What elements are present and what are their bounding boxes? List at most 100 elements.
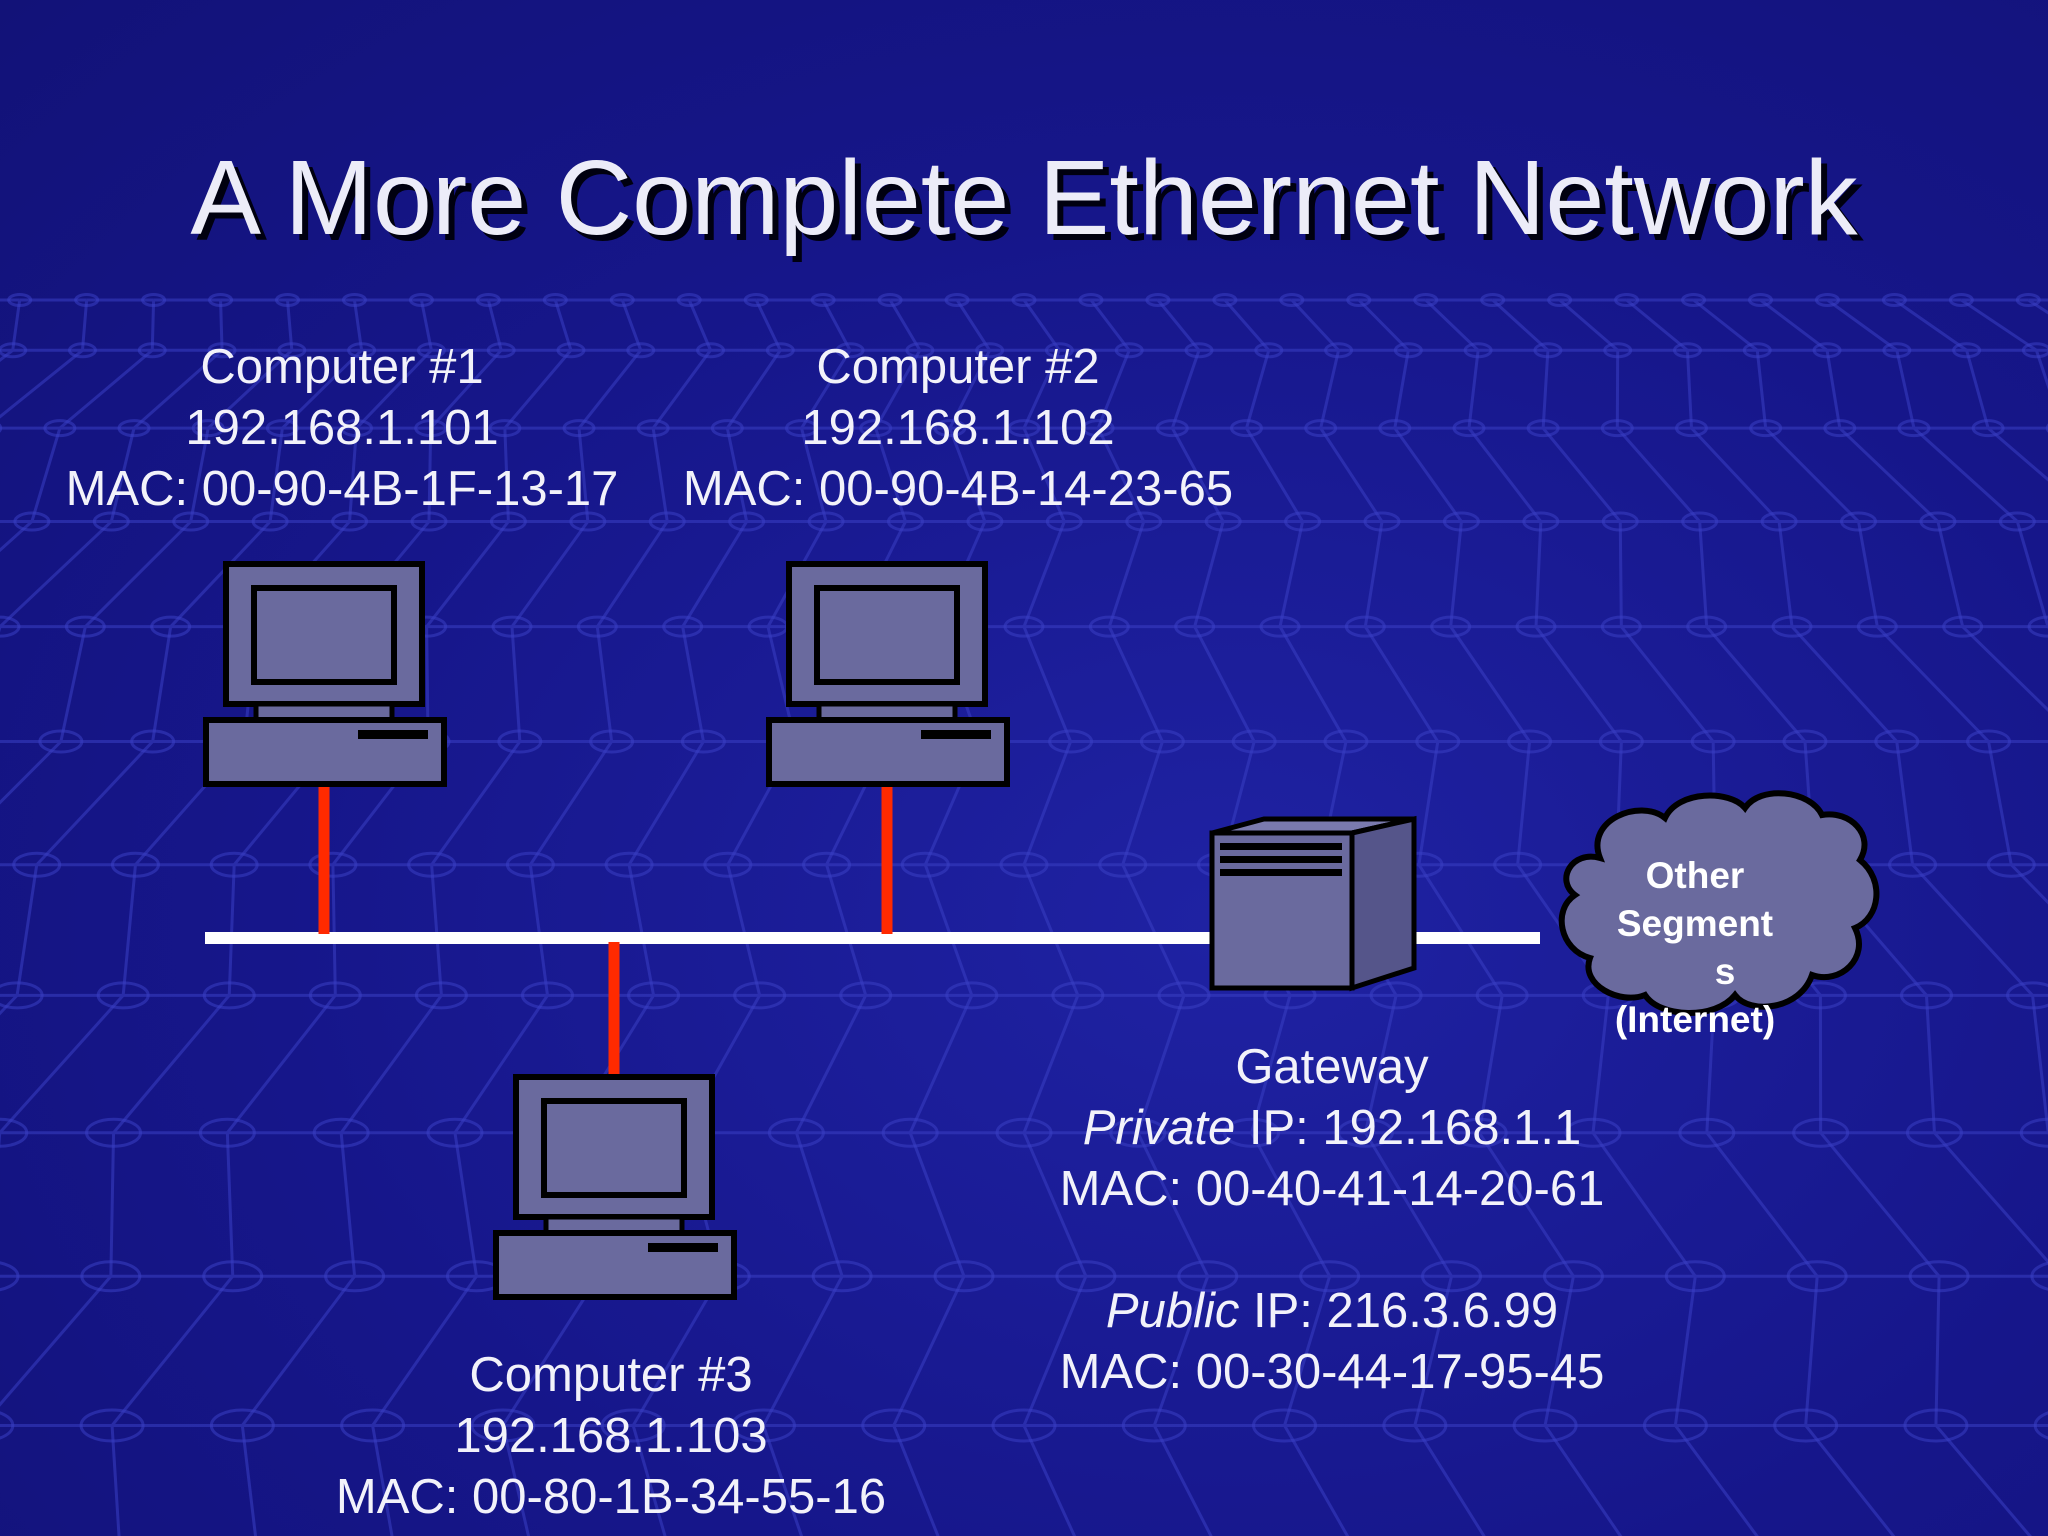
grid-node	[1463, 342, 1493, 359]
computer-2-ip: 192.168.1.102	[801, 401, 1115, 455]
grid-node	[275, 293, 301, 307]
grid-line	[1705, 625, 1807, 743]
grid-node	[810, 293, 836, 307]
grid-line	[1895, 741, 1915, 865]
grid-node	[79, 1408, 145, 1443]
grid-line	[1674, 1424, 1759, 1536]
grid-line	[1777, 521, 1794, 627]
grid-node	[12, 851, 62, 878]
grid-node	[859, 419, 893, 438]
grid-line	[1136, 994, 1186, 1134]
grid-node	[1515, 615, 1557, 638]
grid-node	[1908, 1260, 1970, 1293]
computer-3-name: Computer #3	[469, 1348, 753, 1402]
grid-line	[1534, 521, 1543, 627]
grid-line	[1107, 626, 1164, 743]
grid-line	[1692, 298, 1759, 352]
grid-line	[1961, 625, 2048, 713]
grid-node	[251, 511, 289, 532]
grid-line	[15, 864, 39, 996]
grid-node	[341, 293, 367, 307]
grid-node	[991, 1408, 1057, 1443]
grid-node	[520, 981, 574, 1010]
gateway-public-mac: MAC: 00-30-44-17-95-45	[1059, 1345, 1605, 1399]
grid-line	[529, 740, 613, 866]
grid-node	[1304, 419, 1338, 438]
grid-line	[1491, 298, 1549, 352]
grid-node	[1882, 342, 1912, 359]
grid-node	[0, 423, 3, 433]
grid-line	[681, 520, 748, 628]
grid-node	[1526, 419, 1560, 438]
grid-line	[419, 299, 433, 351]
grid-line	[1121, 741, 1164, 866]
grid-line	[0, 349, 84, 419]
computer-1-name: Computer #1	[200, 340, 484, 394]
grid-node	[1952, 342, 1982, 359]
grid-line	[150, 299, 156, 351]
grid-line	[795, 994, 868, 1134]
grid-node	[1229, 419, 1263, 438]
grid-line	[429, 349, 503, 430]
computer-1-mac: MAC: 00-90-4B-1F-13-17	[65, 462, 619, 516]
grid-node	[2006, 981, 2048, 1010]
grid-node	[1903, 1408, 1969, 1443]
grid-node	[1378, 419, 1412, 438]
grid-line	[268, 427, 284, 522]
grid-line	[510, 626, 522, 742]
grid-line	[874, 427, 907, 522]
grid-line	[1245, 349, 1271, 429]
grid-line	[1690, 427, 1781, 523]
grid-line	[726, 864, 762, 996]
grid-line	[908, 994, 974, 1134]
grid-node	[1690, 729, 1736, 754]
grid-line	[821, 299, 852, 351]
grid-line	[1417, 741, 1440, 865]
grid-line	[1193, 625, 1256, 743]
grid-node	[1430, 615, 1472, 638]
grid-node	[1601, 511, 1639, 532]
grid-node	[130, 729, 176, 754]
grid-line	[0, 520, 33, 553]
grid-line	[1934, 1424, 2032, 1536]
grid-node	[1121, 1408, 1187, 1443]
grid-node	[207, 342, 237, 359]
grid-line	[627, 864, 656, 996]
grid-line	[1755, 350, 1768, 429]
grid-line	[1790, 625, 1898, 743]
grid-line	[339, 1132, 357, 1277]
grid-line	[1804, 1424, 1896, 1536]
cloud-line-3: s	[1714, 951, 1736, 992]
grid-line	[1705, 1131, 1819, 1278]
grid-node	[1109, 1117, 1167, 1148]
internet-cloud-icon	[1558, 790, 1880, 1016]
grid-node	[1840, 511, 1878, 532]
grid-node	[1966, 729, 2012, 754]
computer-2-label: Computer #2 192.168.1.102 MAC: 00-90-4B-…	[658, 337, 1258, 520]
grid-line	[1960, 298, 2038, 352]
grid-node	[277, 342, 307, 359]
grid-line	[151, 626, 173, 742]
grid-node	[1603, 342, 1633, 359]
grid-node	[733, 981, 787, 1010]
grid-node	[1421, 1260, 1483, 1293]
grid-node	[627, 981, 681, 1010]
gateway-private-word: Private	[1082, 1101, 1236, 1155]
grid-line	[874, 349, 922, 429]
grid-line	[1022, 349, 1061, 429]
grid-node	[308, 851, 358, 878]
grid-line	[1857, 521, 1879, 627]
grid-line	[1534, 625, 1623, 743]
grid-line	[892, 1424, 940, 1536]
grid-node	[600, 1408, 666, 1443]
grid-node	[1139, 729, 1185, 754]
grid-line	[1417, 863, 1504, 997]
grid-line	[1558, 298, 1619, 352]
grid-node	[191, 419, 225, 438]
grid-node	[1542, 1260, 1604, 1293]
grid-node	[807, 511, 845, 532]
grid-line	[1876, 625, 1990, 743]
grid-line	[825, 864, 868, 996]
grid-line	[1363, 521, 1384, 627]
